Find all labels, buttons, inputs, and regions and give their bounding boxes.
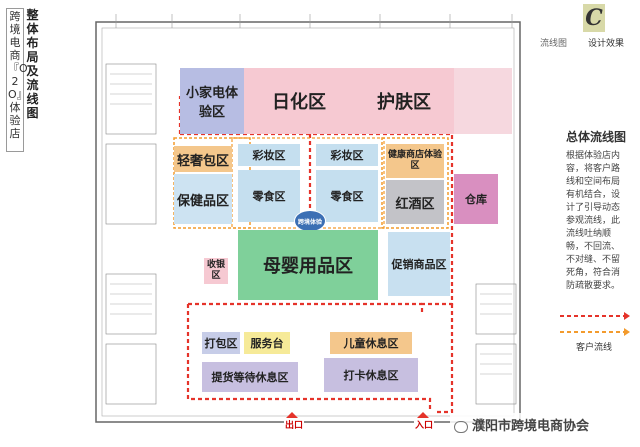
wechat-icon — [454, 420, 468, 433]
zone-light-luxury-bags: 轻奢包区 — [174, 146, 232, 172]
exit-label: 出口 — [284, 418, 305, 431]
section-name: 设计效果 — [588, 39, 625, 49]
zone-red-wine: 红酒区 — [386, 180, 444, 224]
zone-packing: 打包区 — [202, 332, 240, 354]
legend-customer-flow: 客户流线 — [576, 343, 613, 353]
zone-snack-b: 零食区 — [316, 170, 378, 222]
brand-letter-badge: C — [583, 4, 605, 32]
zone-snack-a: 零食区 — [238, 170, 300, 222]
zone-makeup-b: 彩妆区 — [316, 144, 378, 166]
entrance-label: 入口 — [414, 418, 435, 431]
tab-flow-diagram[interactable]: 流线图 — [540, 39, 568, 49]
floor-plan: 小家电体验区 日化区 护肤区 轻奢包区 保健品区 彩妆区 彩妆区 零食区 零食区… — [92, 14, 528, 434]
zone-health-store-experience: 健康商店体验区 — [386, 144, 444, 178]
zone-health-products: 保健品区 — [174, 174, 232, 224]
sidebar-vertical-title: 跨境电商『O2O』体验店 — [6, 8, 28, 152]
zone-small-left: 收银区 — [204, 258, 228, 284]
flow-description: 根据体验店内容，将客户路线和空间布局有机结合，设计了引导动态参观流线，此流线吐纳… — [566, 151, 621, 291]
zone-daily-chemicals: 日化区 — [244, 68, 354, 134]
zone-appliance: 小家电体验区 — [180, 68, 244, 134]
zone-maternal-baby: 母婴用品区 — [238, 230, 378, 300]
flow-diagram-title: 总体流线图 — [566, 130, 627, 144]
zone-top-right-pink — [454, 68, 512, 134]
center-logo-badge: 跨境体验 — [294, 210, 326, 232]
watermark: 濮阳市跨境电商协会 — [450, 413, 594, 436]
zone-promotion: 促销商品区 — [388, 232, 450, 296]
zone-service-desk: 服务台 — [244, 332, 290, 354]
center-logo-text: 跨境体验 — [297, 218, 322, 226]
page-title: 整体布局及流线图 — [26, 8, 39, 120]
legend-flow-lines — [560, 312, 630, 336]
floor-plan-lines — [95, 14, 521, 423]
zone-skincare: 护肤区 — [354, 68, 454, 134]
zone-warehouse: 仓库 — [454, 174, 498, 224]
zone-checkin-rest: 打卡休息区 — [324, 358, 418, 392]
zone-pickup-waiting: 提货等待休息区 — [202, 362, 298, 392]
watermark-text: 濮阳市跨境电商协会 — [472, 419, 590, 434]
zone-kids-rest: 儿童休息区 — [330, 332, 412, 354]
zone-makeup-a: 彩妆区 — [238, 144, 300, 166]
